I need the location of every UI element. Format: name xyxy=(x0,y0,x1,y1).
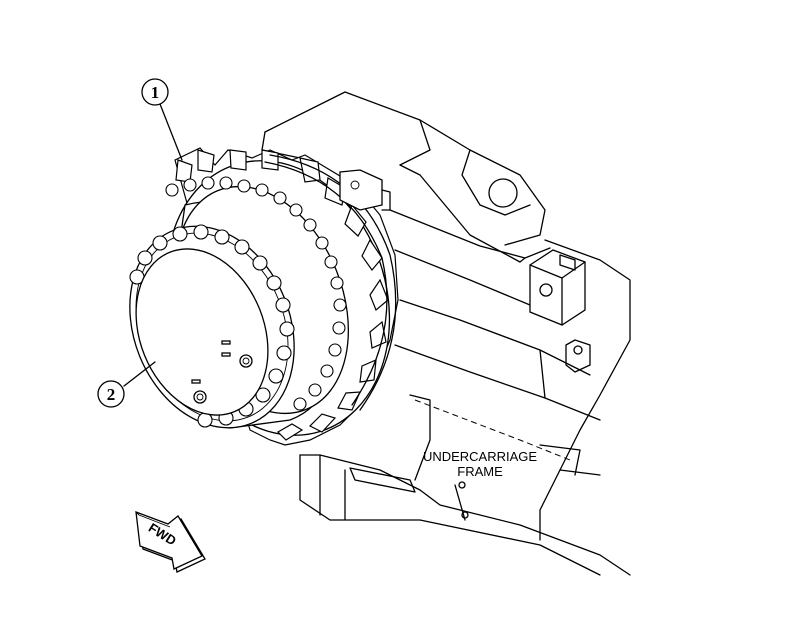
callout-1: 1 xyxy=(141,78,183,161)
undercarriage-frame-label: UNDERCARRIAGE FRAME xyxy=(423,449,537,479)
fwd-arrow: FWD xyxy=(135,511,206,573)
final-drive xyxy=(129,176,349,429)
drain-plug xyxy=(191,379,207,404)
mounting-bracket xyxy=(529,249,591,373)
undercarriage-frame xyxy=(261,91,631,576)
frame-label-line1: UNDERCARRIAGE xyxy=(423,449,537,464)
sprocket-bolts xyxy=(165,176,347,411)
frame-label-line2: FRAME xyxy=(457,464,503,479)
callout-2: 2 xyxy=(97,361,156,408)
fill-plug xyxy=(221,340,253,368)
callout-1-number: 1 xyxy=(151,83,160,102)
callout-2-number: 2 xyxy=(107,385,116,404)
